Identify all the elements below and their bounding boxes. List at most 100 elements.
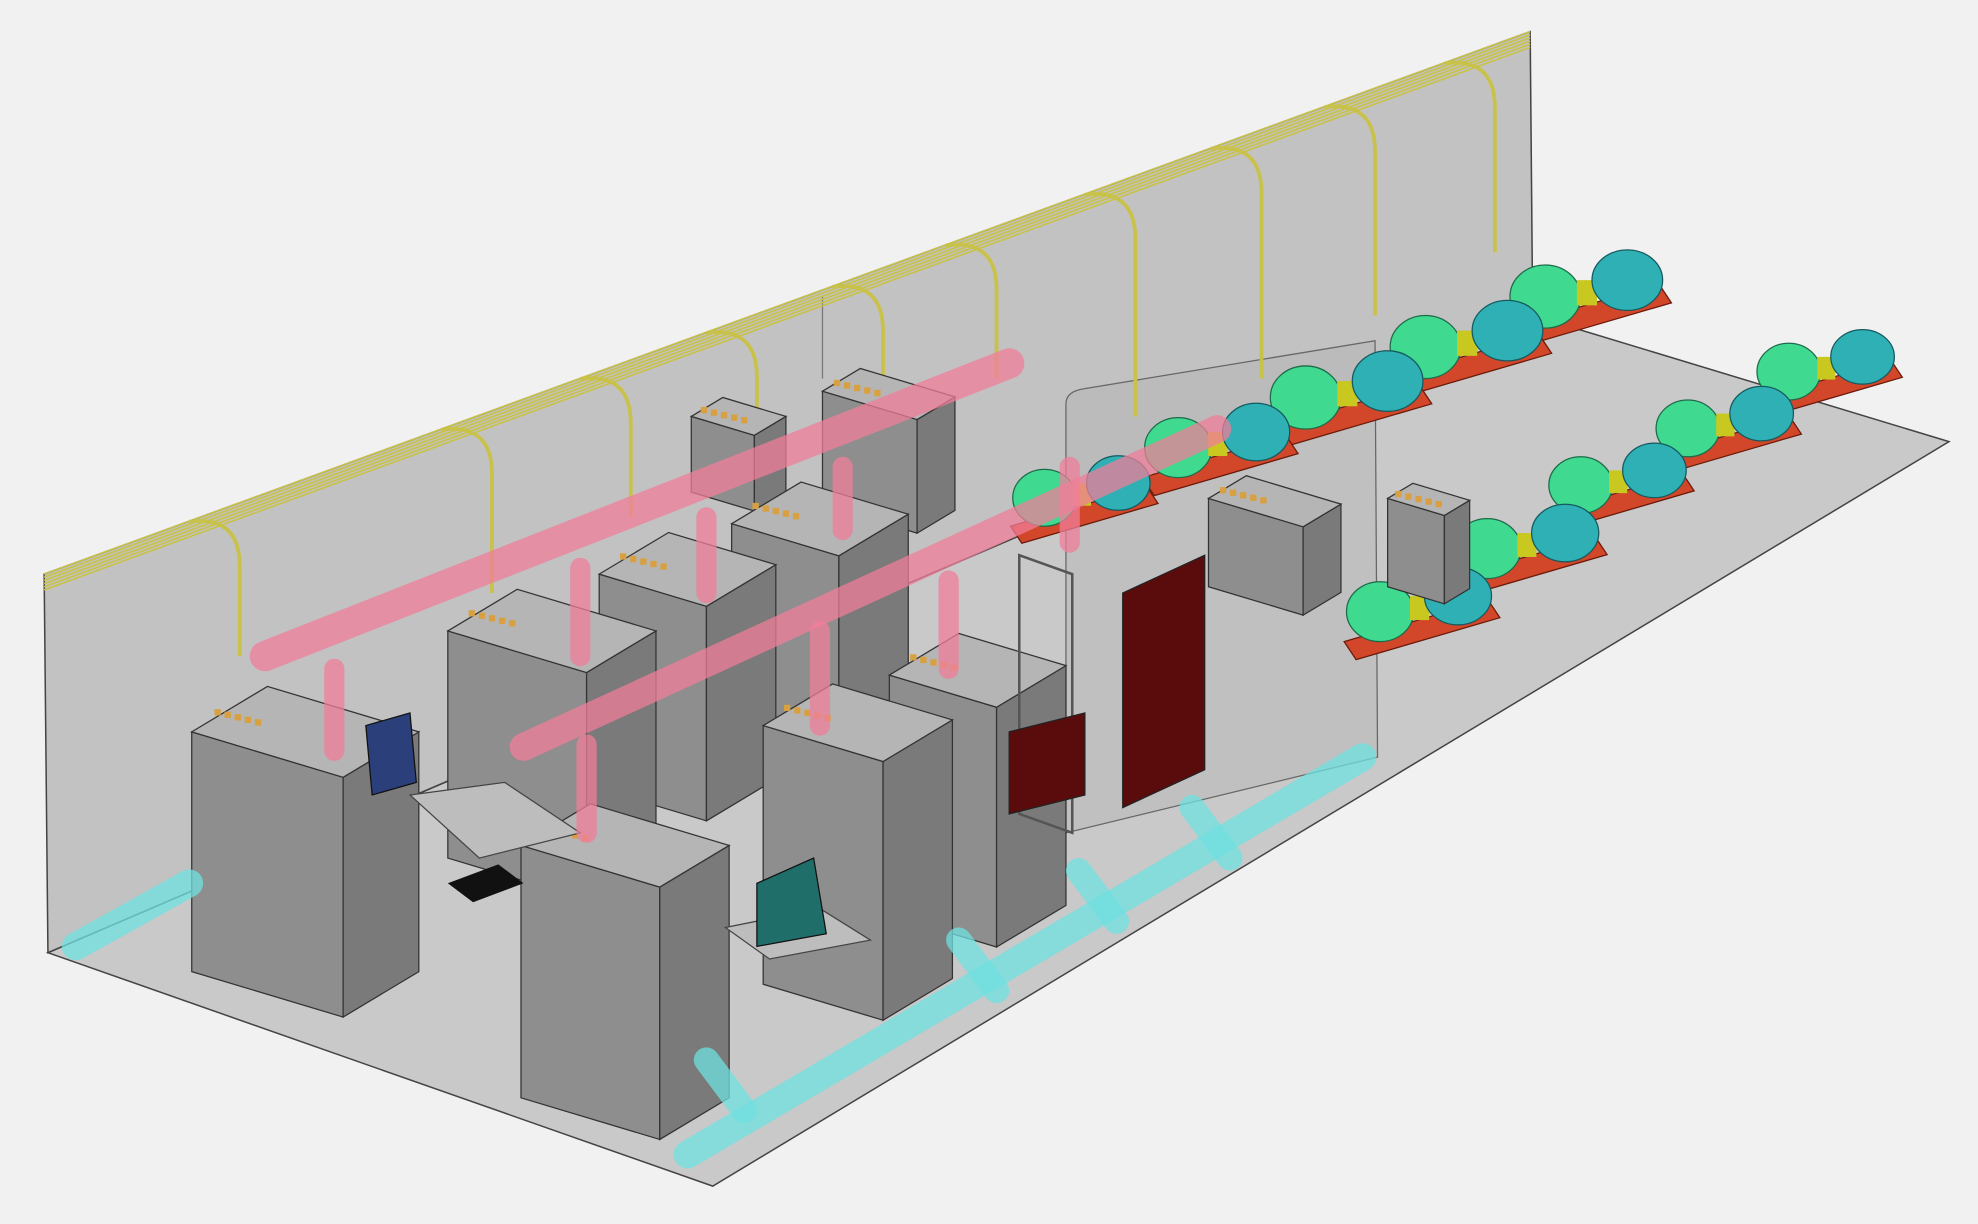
cabinet-top — [446, 588, 658, 674]
coupling — [1410, 596, 1430, 621]
cable-drop — [1210, 145, 1264, 379]
motor-teal — [1351, 350, 1424, 412]
coupling — [1337, 381, 1358, 407]
terminal — [630, 555, 637, 563]
coupling — [1457, 330, 1478, 356]
cable-trays — [43, 30, 1531, 657]
terminal — [762, 505, 769, 512]
cable-drop — [441, 426, 494, 594]
terminal — [1240, 492, 1247, 499]
terminal — [498, 617, 506, 624]
motor-teal — [1530, 503, 1600, 563]
cabinet-front — [191, 731, 344, 1018]
terminal — [731, 414, 738, 421]
terminal — [1395, 490, 1402, 498]
terminal — [478, 612, 486, 619]
cable-drop — [188, 519, 242, 657]
terminal — [214, 709, 221, 716]
motor-teal — [1830, 328, 1895, 385]
cabinet-front — [1386, 497, 1446, 605]
cyan-duct-branch — [693, 1047, 757, 1124]
cable-drop — [832, 284, 885, 417]
terminal — [804, 709, 811, 717]
cabinet-top — [597, 531, 778, 608]
cabinet-top — [190, 685, 421, 778]
terminal — [488, 615, 496, 622]
cabinet-top — [519, 803, 731, 888]
terminal — [234, 714, 241, 721]
cabinet-top — [730, 481, 910, 557]
terminal — [794, 707, 801, 714]
cyan-duct-branch — [1179, 794, 1243, 871]
terminal — [930, 659, 937, 666]
cable-drop — [1084, 192, 1138, 417]
terminal — [1435, 500, 1442, 508]
terminal — [910, 654, 917, 661]
cabinet-front — [520, 844, 661, 1141]
coupling — [1576, 280, 1598, 306]
pink-duct-main — [509, 415, 1232, 761]
terminal — [1229, 489, 1237, 496]
terminal — [772, 507, 779, 515]
terminal — [572, 832, 579, 839]
terminal — [792, 512, 800, 520]
cyan-duct — [61, 869, 204, 961]
motor-teal — [1729, 385, 1795, 442]
cable-line — [43, 46, 1531, 591]
chair — [447, 864, 524, 903]
terminal — [720, 411, 728, 419]
cabinet-top — [1206, 475, 1343, 528]
monitor — [365, 712, 417, 796]
terminal — [224, 711, 231, 718]
resistor-bank — [1122, 554, 1206, 809]
terminal — [843, 382, 851, 389]
terminal — [1250, 494, 1257, 501]
terminal — [1415, 495, 1422, 503]
terminal — [752, 502, 759, 510]
motor-teal — [1591, 249, 1664, 312]
coupling — [1517, 533, 1537, 557]
cabinet-top — [887, 632, 1068, 708]
terminal — [1260, 497, 1267, 504]
electrical-cabinets — [190, 367, 1472, 1141]
terminal — [700, 406, 708, 414]
cable-line — [43, 43, 1531, 588]
terminal — [741, 417, 748, 424]
terminal — [1405, 493, 1412, 500]
terminal — [660, 563, 667, 570]
cable-line — [43, 37, 1531, 582]
cabinet-side — [916, 395, 956, 535]
cable-line — [43, 30, 1531, 575]
terminal — [784, 704, 791, 712]
equipment-stand — [756, 857, 827, 948]
motor-teal — [1471, 299, 1544, 362]
pink-duct-main — [249, 348, 1025, 672]
cable-drop — [1324, 104, 1377, 316]
terminal — [874, 389, 881, 397]
cabinet-side — [882, 718, 954, 1022]
terminal — [1425, 498, 1432, 505]
terminal — [854, 384, 861, 392]
terminal — [782, 510, 790, 517]
terminal — [920, 656, 927, 664]
cable-drop — [580, 376, 633, 518]
cyan-duct — [673, 743, 1377, 1169]
ventilation-ducts — [61, 348, 1377, 1169]
cyan-duct-branch — [1065, 858, 1130, 934]
terminal — [833, 379, 841, 387]
cable-drop — [945, 242, 999, 379]
terminal — [650, 560, 657, 568]
cabinet-side — [1443, 499, 1471, 605]
rack-frame — [1018, 553, 1074, 835]
motor-generator-sets — [1009, 249, 1904, 661]
terminal — [468, 610, 475, 617]
cable-drop — [1444, 60, 1497, 253]
motor-teal — [1221, 402, 1291, 462]
motor-teal — [1622, 442, 1687, 499]
cable-line — [43, 33, 1531, 579]
cabinet-top — [689, 396, 788, 437]
terminal — [710, 409, 718, 416]
terminal — [254, 719, 262, 726]
cable-line — [43, 40, 1531, 585]
